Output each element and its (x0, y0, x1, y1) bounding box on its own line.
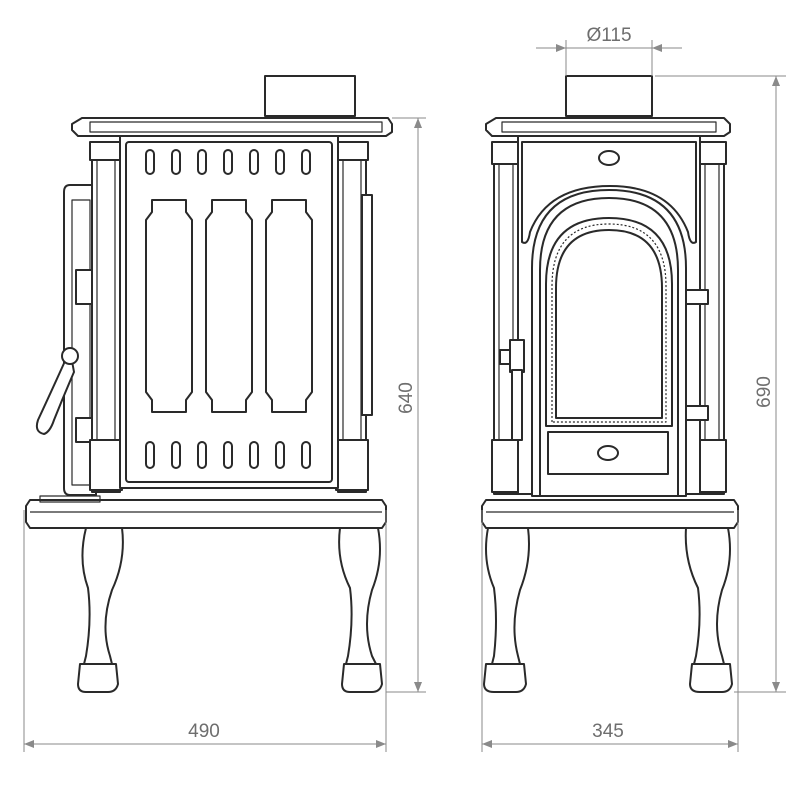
side-vent-slots-bottom (145, 441, 311, 469)
dimension-label-640: 640 (396, 382, 417, 414)
front-leg-left (485, 527, 530, 665)
dimension-height-side: 640 (386, 117, 426, 693)
front-top-plate (485, 117, 731, 137)
side-vent-slots-top (145, 149, 311, 175)
front-hinge-bottom (685, 405, 709, 421)
front-ornament-crown (521, 141, 697, 244)
front-hinge-top (685, 289, 709, 305)
dimension-label-690: 690 (754, 376, 775, 408)
side-top-plate (71, 117, 393, 137)
side-leg-left (81, 527, 124, 665)
dimension-width-front: 345 (481, 510, 739, 752)
side-panel-frame (119, 135, 339, 489)
front-glass-window (555, 229, 663, 419)
dimension-label-diameter-115: Ø115 (586, 25, 631, 46)
side-leg-right (338, 527, 381, 665)
side-base-plate (25, 499, 387, 529)
side-ornament-panels (145, 199, 313, 413)
front-flue-collar (565, 75, 653, 117)
side-handle-icon (35, 349, 75, 435)
front-base-plate (481, 499, 739, 529)
front-door-latch-icon (509, 339, 525, 373)
side-view (25, 75, 393, 693)
dimension-label-490: 490 (188, 721, 220, 742)
dimension-width-side: 490 (23, 510, 387, 752)
dimension-flue-diameter: Ø115 (536, 25, 682, 76)
front-ash-panel (547, 431, 669, 475)
front-view (481, 75, 739, 693)
dimension-height-front: 690 (655, 75, 786, 693)
dimension-label-345: 345 (592, 721, 624, 742)
side-flue-collar (264, 75, 356, 117)
front-leg-right (684, 527, 731, 665)
